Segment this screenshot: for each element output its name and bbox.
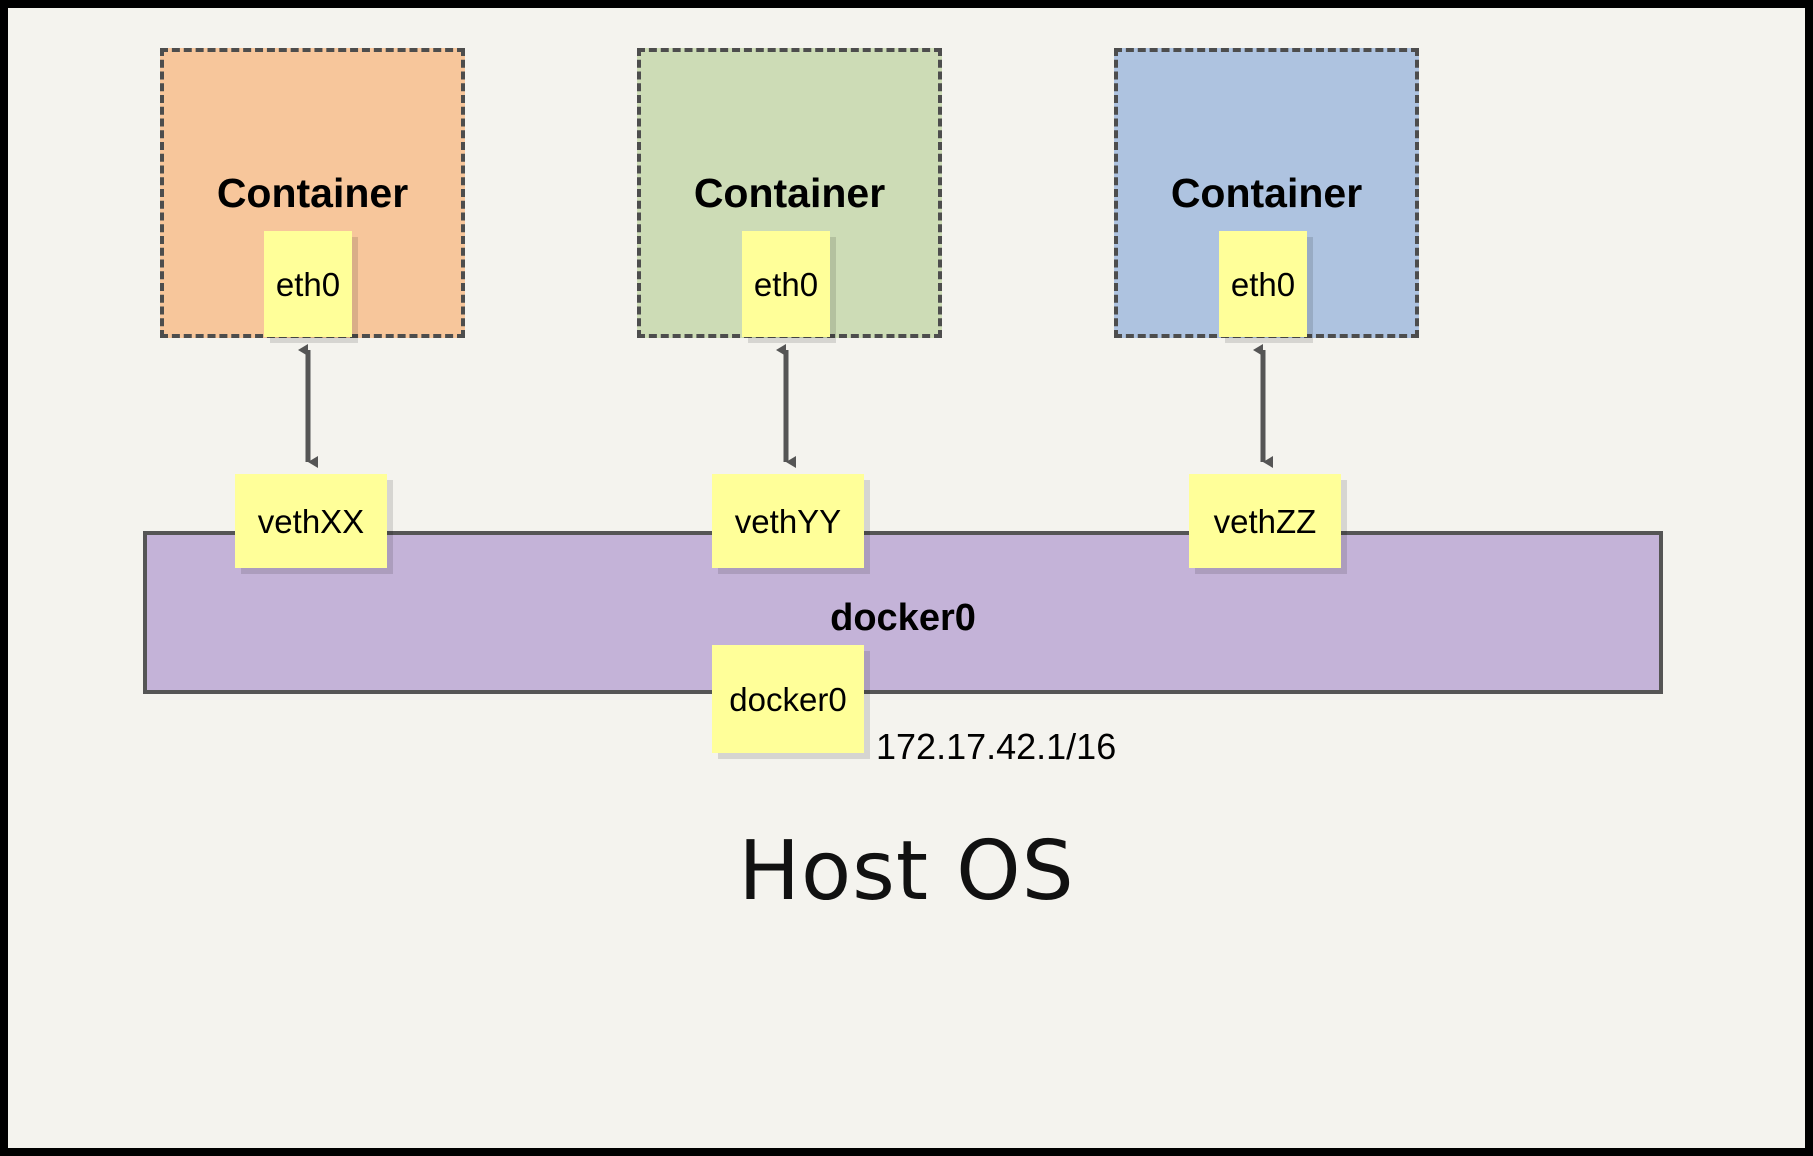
docker0-bridge[interactable]: docker0 [143, 531, 1663, 694]
veth-box-2[interactable]: vethYY [712, 474, 864, 568]
connector-arrow-1 [298, 344, 318, 468]
eth0-box-2[interactable]: eth0 [742, 231, 830, 337]
docker0-interface-label: docker0 [729, 680, 847, 718]
docker0-interface-box[interactable]: docker0 [712, 645, 864, 753]
connector-arrow-3 [1253, 344, 1273, 468]
veth-label-3: vethZZ [1213, 502, 1317, 540]
veth-box-3[interactable]: vethZZ [1189, 474, 1341, 568]
docker0-bridge-title: docker0 [830, 597, 976, 639]
eth0-box-3[interactable]: eth0 [1219, 231, 1307, 337]
container-title-2: Container [693, 170, 886, 216]
container-title-1: Container [216, 170, 409, 216]
docker0-ip-address: 172.17.42.1/16 [876, 726, 1117, 767]
eth0-label-1: eth0 [275, 265, 341, 303]
veth-label-2: vethYY [734, 502, 842, 540]
eth0-label-3: eth0 [1230, 265, 1296, 303]
connector-arrow-2 [776, 344, 796, 468]
veth-label-1: vethXX [257, 502, 365, 540]
host-os-title: Host OS [738, 824, 1075, 919]
eth0-box-1[interactable]: eth0 [264, 231, 352, 337]
veth-box-1[interactable]: vethXX [235, 474, 387, 568]
container-title-3: Container [1170, 170, 1363, 216]
eth0-label-2: eth0 [753, 265, 819, 303]
